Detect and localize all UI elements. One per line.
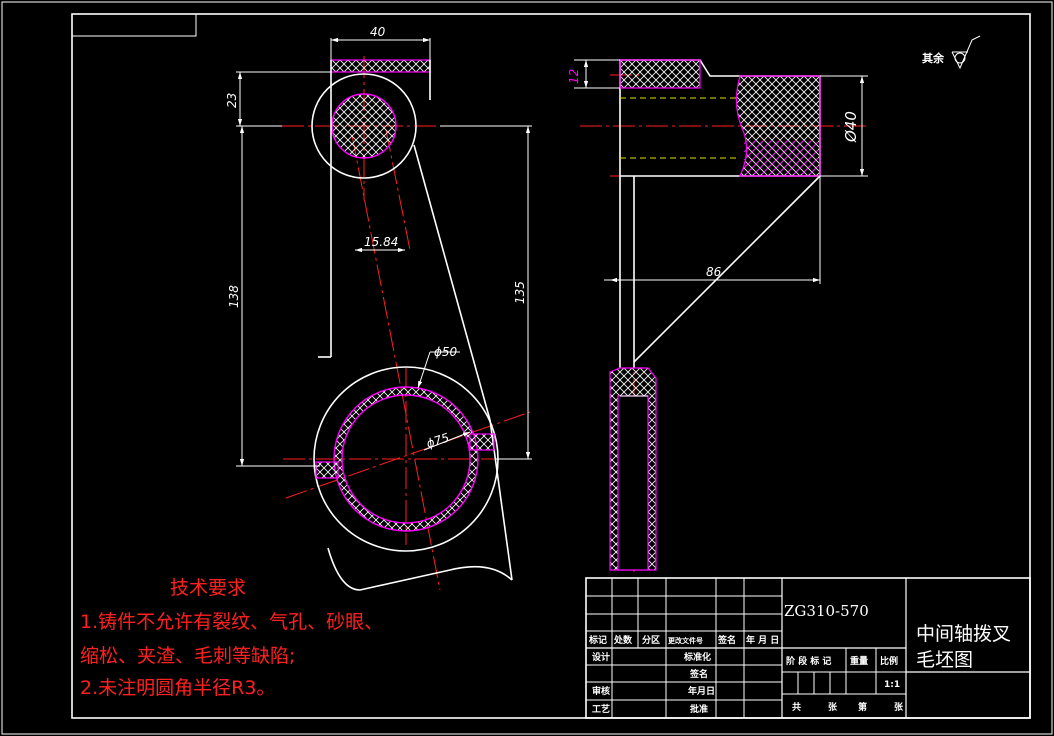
side-view — [574, 59, 870, 572]
roughness-circle-icon — [954, 52, 966, 64]
title-block-grid — [585, 577, 1031, 719]
rev-header-docno: 更改文件号 — [668, 636, 703, 645]
part-name-line2: 毛坯图 — [916, 649, 973, 671]
stage-label-scale: 比例 — [880, 655, 898, 667]
row-sign: 签名 — [689, 668, 708, 680]
corner-code-box — [71, 13, 197, 37]
row-standardize: 标准化 — [683, 651, 711, 663]
row-review: 审核 — [592, 685, 610, 697]
material-label: ZG310-570 — [784, 602, 869, 620]
sheet-unit2-label: 张 — [894, 701, 904, 713]
dim-12: 12 — [567, 69, 581, 84]
stage-label-mark: 阶 段 标 记 — [786, 655, 831, 667]
roughness-symbol-icon — [951, 35, 981, 70]
tech-req-title: 技术要求 — [170, 577, 246, 599]
rev-header-date: 年 月 日 — [746, 634, 779, 646]
tech-req-line3: 2.未注明圆角半径R3。 — [80, 677, 275, 699]
dim-135: 135 — [513, 281, 527, 304]
rev-header-mark: 标记 — [588, 634, 607, 646]
rev-header-sign: 签名 — [717, 634, 736, 646]
dim-phi75: ϕ75 — [425, 430, 451, 450]
row-process: 工艺 — [592, 703, 610, 715]
dim-23: 23 — [225, 93, 239, 108]
dim-15-84: 15.84 — [364, 235, 398, 249]
stage-label-weight: 重量 — [850, 655, 868, 667]
surface-note-label: 其余 — [922, 51, 945, 65]
row-date: 年月日 — [688, 685, 715, 697]
sheet-no-label: 第 — [858, 701, 867, 713]
front-view — [236, 37, 532, 591]
row-design: 设计 — [592, 651, 610, 663]
sheet-total-label: 共 — [792, 701, 801, 713]
dim-86: 86 — [706, 265, 722, 279]
dim-phi50: ϕ50 — [434, 345, 458, 359]
rev-header-zone: 分区 — [642, 634, 660, 646]
tech-req-line2: 缩松、夹渣、毛刺等缺陷; — [80, 645, 295, 667]
tech-req-line1: 1.铸件不允许有裂纹、气孔、砂眼、 — [80, 611, 383, 633]
dim-138: 138 — [227, 285, 241, 308]
inner-frame — [71, 13, 1031, 719]
rev-header-count: 处数 — [613, 634, 633, 646]
dim-phi40: Ø40 — [842, 111, 860, 143]
sheet-unit-label: 张 — [828, 701, 838, 713]
row-approve: 批准 — [690, 703, 708, 715]
scale-value: 1:1 — [884, 680, 900, 690]
part-name-line1: 中间轴拨叉 — [916, 623, 1011, 645]
dim-40: 40 — [370, 25, 386, 39]
